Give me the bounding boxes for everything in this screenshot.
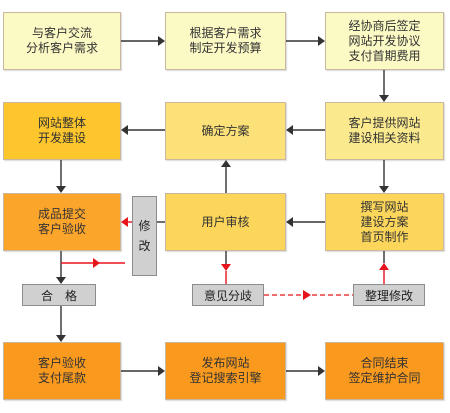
red-arrow-review-to-disagreement	[221, 251, 231, 284]
arrow-write-to-review	[286, 217, 325, 227]
node-contract-end: 合同结束 签定维护合同	[325, 342, 444, 400]
label-revise-char-2: 改	[138, 239, 151, 253]
label-revise: 修 改	[132, 196, 157, 276]
node-sign-agreement: 经协商后签定 网站开发协议 支付首期费用	[325, 12, 444, 70]
red-arrow-rework-to-write-plan	[379, 251, 389, 284]
label-rework: 整理修改	[353, 284, 425, 306]
node-publish-website: 发布网站 登记搜索引擎	[165, 342, 286, 400]
arrow-qualified-to-acceptance	[56, 306, 66, 342]
node-write-plan: 撰写网站 建设方案 首页制作	[325, 193, 444, 251]
arrow-acceptance-to-publish	[121, 366, 165, 376]
red-arrow-disagreement-to-rework	[264, 290, 353, 300]
arrow-submit-to-qualified	[56, 251, 66, 284]
arrow-budget-to-agreement	[286, 36, 325, 46]
node-user-review: 用户审核	[165, 193, 286, 251]
node-client-materials: 客户提供网站 建设相关资料	[325, 102, 444, 160]
arrow-publish-to-contract	[286, 366, 325, 376]
label-disagreement: 意见分歧	[192, 284, 264, 306]
label-qualified: 合 格	[22, 284, 96, 306]
node-communicate-requirements: 与客户交流 分析客户需求	[3, 12, 121, 70]
node-submit-for-acceptance: 成品提交 客户验收	[3, 193, 121, 251]
arrow-build-to-submit	[56, 160, 66, 193]
red-arrow-revise-to-submit	[121, 217, 132, 227]
arrow-communicate-to-budget	[121, 36, 165, 46]
arrow-materials-to-write-plan	[379, 160, 389, 193]
node-site-development: 网站整体 开发建设	[3, 102, 121, 160]
red-arrow-submit-to-revise	[61, 258, 125, 268]
node-final-acceptance: 客户验收 支付尾款	[3, 342, 121, 400]
arrow-review-to-confirm	[221, 160, 231, 193]
arrow-agreement-to-materials	[379, 70, 389, 102]
arrow-confirm-to-build	[121, 125, 165, 135]
label-revise-char-1: 修	[138, 219, 151, 233]
node-confirm-plan: 确定方案	[165, 102, 286, 160]
node-make-budget: 根据客户需求 制定开发预算	[165, 12, 286, 70]
arrow-materials-to-confirm	[286, 125, 325, 135]
